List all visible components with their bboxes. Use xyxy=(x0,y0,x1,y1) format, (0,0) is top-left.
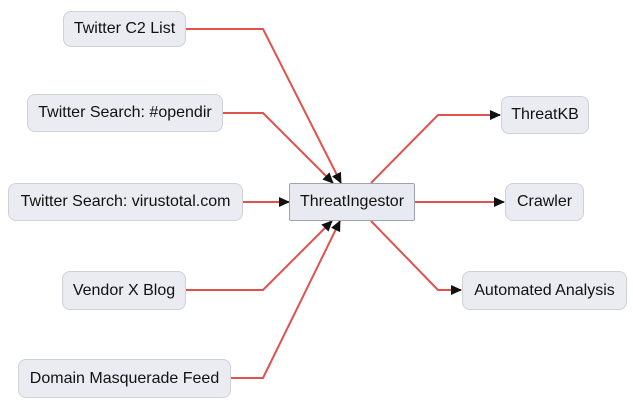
node-domain-masquerade-feed-label: Domain Masquerade Feed xyxy=(29,369,220,387)
edge-threatingestor-to-automated-analysis xyxy=(370,220,462,295)
node-domain-masquerade-feed: Domain Masquerade Feed xyxy=(18,359,231,398)
node-vendor-x-blog: Vendor X Blog xyxy=(62,271,186,310)
node-twitter-search-opendir-label: Twitter Search: #opendir xyxy=(38,104,212,121)
edge-threatingestor-to-threatkb xyxy=(370,110,501,184)
node-crawler: Crawler xyxy=(505,183,584,221)
edge-domain-masquerade-feed-to-threatingestor xyxy=(231,220,341,379)
node-threatingestor-label: ThreatIngestor xyxy=(299,193,405,210)
edge-twitter-search-opendir-to-threatingestor xyxy=(223,112,334,184)
node-twitter-search-opendir: Twitter Search: #opendir xyxy=(27,94,223,132)
node-automated-analysis-label: Automated Analysis xyxy=(474,281,615,299)
node-twitter-c2-list-label: Twitter C2 List xyxy=(73,20,176,37)
node-threatkb-label: ThreatKB xyxy=(511,106,579,123)
node-vendor-x-blog-label: Vendor X Blog xyxy=(72,281,176,299)
node-twitter-search-virustotal: Twitter Search: virustotal.com xyxy=(8,183,243,221)
node-twitter-search-virustotal-label: Twitter Search: virustotal.com xyxy=(20,193,231,210)
node-crawler-label: Crawler xyxy=(516,193,573,210)
node-twitter-c2-list: Twitter C2 List xyxy=(63,11,186,47)
node-threatkb: ThreatKB xyxy=(501,96,589,134)
node-automated-analysis: Automated Analysis xyxy=(462,271,627,310)
edge-twitter-c2-list-to-threatingestor xyxy=(186,28,342,184)
node-threatingestor: ThreatIngestor xyxy=(289,183,415,221)
edge-vendor-x-blog-to-threatingestor xyxy=(186,220,333,291)
